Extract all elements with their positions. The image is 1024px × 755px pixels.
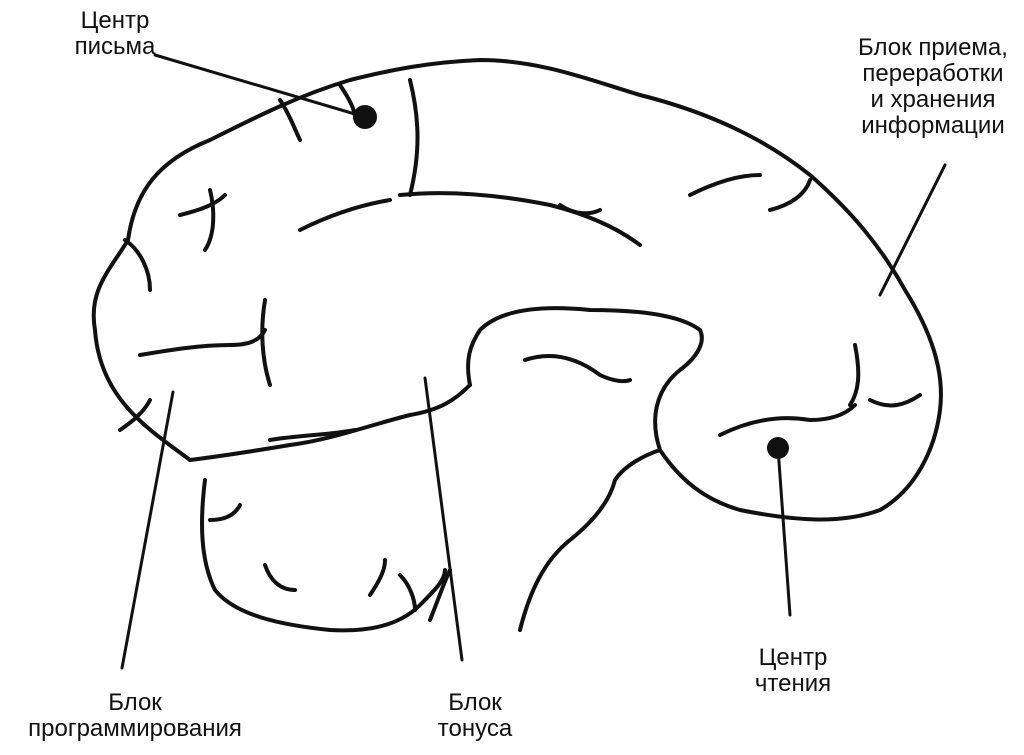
writing-center-leader [153, 53, 367, 119]
brainstem-outline [518, 448, 662, 632]
programming-block-line-2: программирования [28, 715, 242, 742]
cortex-outline [91, 58, 943, 522]
reception-block-line-2: переработки [862, 60, 1004, 87]
frontal-sulcus-5 [123, 238, 152, 292]
frontal-sulcus-3 [138, 328, 267, 357]
cerebellum-outline [200, 478, 447, 633]
frontal-sulcus-1 [178, 193, 227, 217]
occipital-sulcus-4 [868, 393, 922, 408]
frontal-sulcus-2 [203, 188, 216, 252]
brain-outline [91, 58, 943, 633]
writing-center-label: Центр письма [70, 8, 160, 60]
calcarine-sulcus [523, 353, 632, 384]
cerebellum-fold-3 [368, 558, 387, 597]
cerebellum-fold-4 [398, 573, 417, 612]
cingulate-sulcus [398, 191, 642, 247]
reading-center-leader [776, 446, 792, 617]
frontal-sulcus-4 [260, 298, 272, 387]
cerebellum-fold-1 [208, 503, 242, 522]
writing-center-line-1: Центр [80, 7, 150, 34]
reception-block-label: Блок приема, переработки и хранения инфо… [848, 35, 1018, 139]
reading-center-dot [767, 437, 789, 459]
programming-block-label: Блок программирования [20, 690, 250, 742]
reading-center-line-1: Центр [758, 644, 828, 671]
tone-block-line-1: Блок [448, 689, 502, 716]
reception-block-line-1: Блок приема, [858, 34, 1008, 61]
temporal-sulcus-1 [268, 428, 357, 442]
writing-center-dot [353, 105, 377, 129]
parietal-sulcus [298, 198, 392, 232]
parietal-sulcus-2 [278, 98, 302, 142]
reception-block-leader [878, 163, 947, 297]
frontal-sulcus-6 [118, 398, 152, 432]
writing-center-line-2: письма [74, 33, 156, 60]
programming-block-line-1: Блок [108, 689, 162, 716]
reception-block-line-3: и хранения [870, 86, 996, 113]
central-sulcus [408, 78, 420, 197]
temporal-outline [188, 383, 472, 462]
reading-center-label: Центр чтения [748, 645, 838, 697]
occipital-sulcus-5 [718, 403, 857, 437]
occipital-sulcus-1 [688, 173, 762, 197]
parietal-sulcus-4 [558, 203, 602, 216]
tone-block-leader [423, 376, 464, 662]
programming-block-leader [120, 390, 175, 670]
reading-center-line-2: чтения [754, 670, 832, 697]
tone-block-line-2: тонуса [437, 715, 513, 742]
tone-block-label: Блок тонуса [430, 690, 520, 742]
brainstem-inner [428, 568, 452, 622]
cerebellum-fold-2 [263, 563, 297, 592]
reception-block-line-4: информации [861, 112, 1005, 139]
occipital-sulcus-3 [848, 343, 861, 407]
occipital-sulcus-2 [768, 178, 812, 212]
